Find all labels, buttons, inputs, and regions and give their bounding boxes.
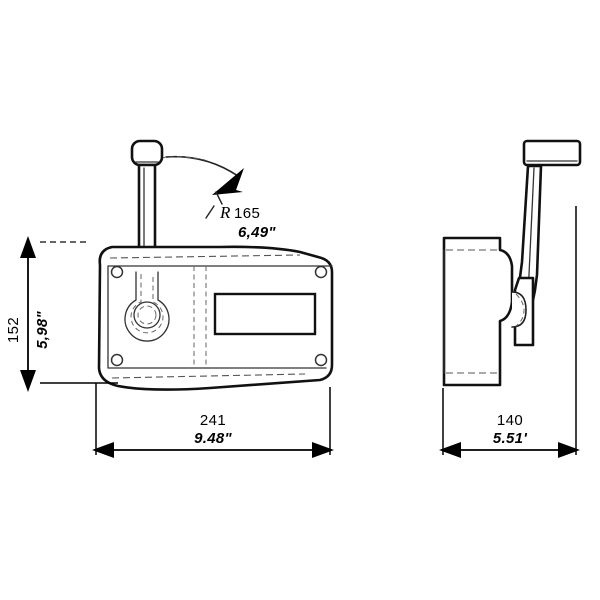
screw-hole-top-left <box>110 265 124 279</box>
front-width-arrow-left <box>92 442 114 458</box>
side-lever-arm-highlight <box>527 167 535 297</box>
height-arrow-bottom <box>20 370 36 392</box>
pivot-boss-outer <box>124 271 170 342</box>
height-imperial-label: 5,98" <box>34 311 51 349</box>
height-arrow-top <box>20 236 36 258</box>
side-width-arrow-left <box>439 442 461 458</box>
swing-arrow-tail <box>215 191 223 205</box>
front-width-imperial-label: 9.48" <box>194 430 232 447</box>
radius-leader-tick <box>205 205 215 219</box>
swing-arrow-head <box>212 168 244 195</box>
pivot-circle-inner <box>137 305 157 325</box>
side-view-group: 140 5.51' <box>439 139 582 458</box>
side-width-arrow-right <box>558 442 580 458</box>
side-width-metric-label: 140 <box>497 412 523 429</box>
body-top-hidden-line <box>109 254 301 259</box>
radius-metric-label: 165 <box>234 205 260 222</box>
radius-symbol-label: R <box>219 203 231 222</box>
body-face-edges <box>107 265 333 369</box>
side-width-imperial-label: 5.51' <box>493 430 527 447</box>
pivot-boss-inner-dashed <box>130 274 164 334</box>
side-lever-knob <box>522 139 582 167</box>
pivot-circle-outer <box>133 301 161 329</box>
screw-hole-top-right <box>314 265 328 279</box>
screw-hole-bottom-right <box>314 353 328 367</box>
height-metric-label: 152 <box>5 317 22 343</box>
front-width-metric-label: 241 <box>200 412 226 429</box>
lever-swing-arc-dashed <box>159 156 206 161</box>
screw-hole-bottom-left <box>110 353 124 367</box>
instrument-panel <box>213 292 317 336</box>
radius-imperial-label: 6,49" <box>238 224 276 241</box>
front-view-group: R 165 6,49" <box>5 139 334 458</box>
side-pivot-boss-hidden <box>515 293 525 327</box>
body-bottom-hidden-line <box>111 373 306 379</box>
front-width-arrow-right <box>312 442 334 458</box>
